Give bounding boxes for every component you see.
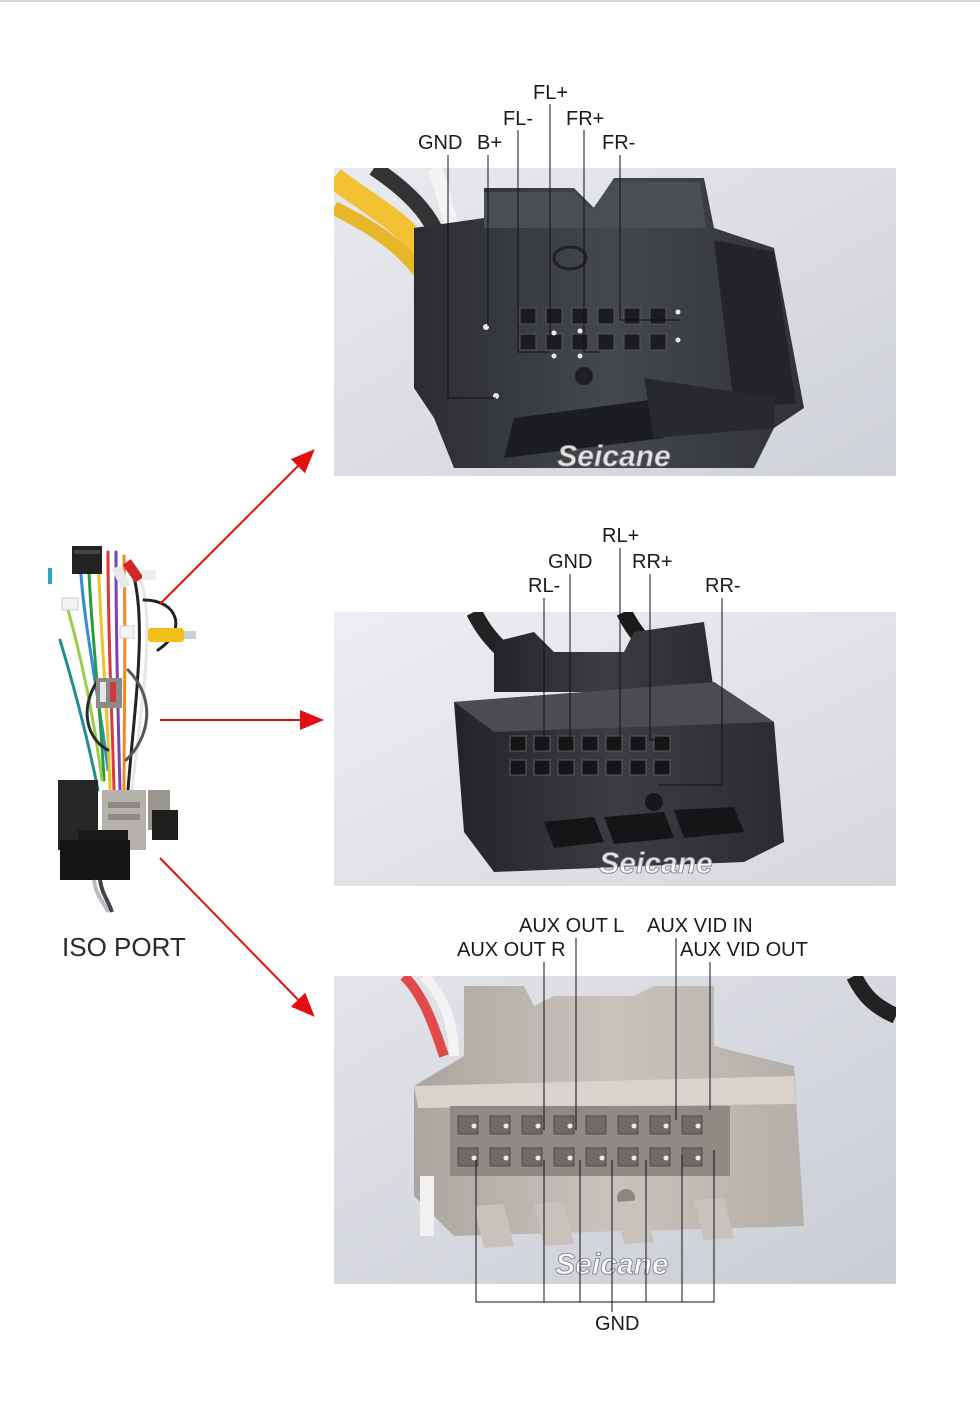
label-c2-gnd: GND <box>548 551 593 573</box>
label-c1-frplus: FR+ <box>566 108 605 130</box>
label-c3-aux-out-l: AUX OUT L <box>519 915 625 937</box>
label-c1-frminus: FR- <box>602 132 636 154</box>
label-c2-rlplus: RL+ <box>602 525 640 547</box>
label-c2-rrplus: RR+ <box>632 551 673 573</box>
connector-1-photo <box>334 168 896 476</box>
label-c2-rrminus: RR- <box>705 575 741 597</box>
connector-3-photo <box>334 976 896 1284</box>
label-c1-flminus: FL- <box>503 108 533 130</box>
iso-harness-photo <box>38 540 208 920</box>
label-c2-rlminus: RL- <box>528 575 561 597</box>
iso-port-caption: ISO PORT <box>62 932 186 962</box>
label-c3-aux-vid-in: AUX VID IN <box>647 915 753 937</box>
connector-2-photo <box>334 612 896 886</box>
label-c3-aux-out-r: AUX OUT R <box>457 939 566 961</box>
label-c3-gnd: GND <box>595 1313 640 1335</box>
label-c1-gnd: GND <box>418 132 463 154</box>
label-c1-bplus: B+ <box>477 132 503 154</box>
label-c1-flplus: FL+ <box>533 82 569 104</box>
label-c3-aux-vid-out: AUX VID OUT <box>680 939 808 961</box>
top-divider <box>0 0 980 2</box>
